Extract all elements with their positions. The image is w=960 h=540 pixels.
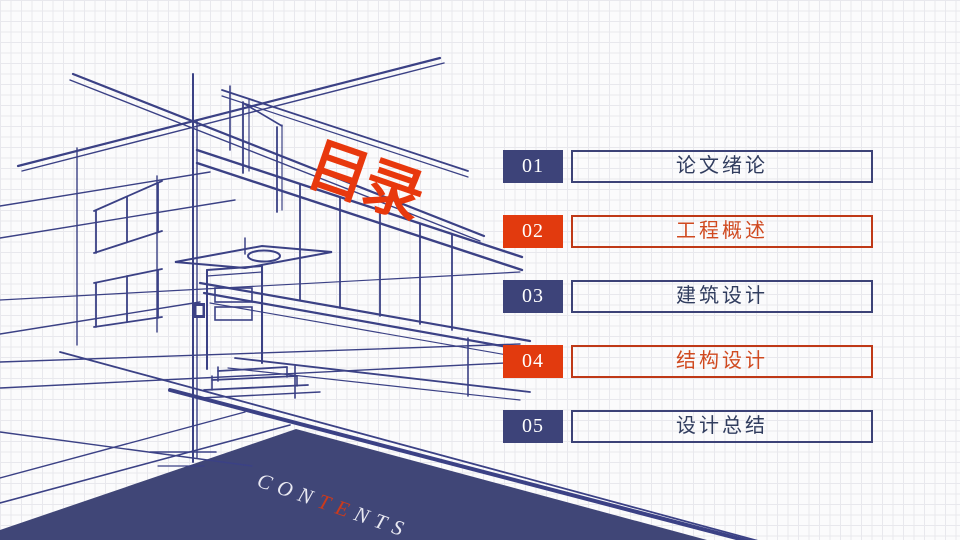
toc-label: 建筑设计 <box>571 280 873 313</box>
toc-number-badge: 03 <box>503 280 563 313</box>
floor-wedge <box>0 429 707 540</box>
toc-label: 结构设计 <box>571 345 873 378</box>
toc-item-4[interactable]: 04 结构设计 <box>503 345 873 378</box>
toc-item-2[interactable]: 02 工程概述 <box>503 215 873 248</box>
toc-label: 工程概述 <box>571 215 873 248</box>
toc-label: 设计总结 <box>571 410 873 443</box>
toc-label: 论文绪论 <box>571 150 873 183</box>
toc-number-badge: 05 <box>503 410 563 443</box>
toc-item-5[interactable]: 05 设计总结 <box>503 410 873 443</box>
toc-list: 01 论文绪论 02 工程概述 03 建筑设计 04 结构设计 05 设计总结 <box>503 150 873 475</box>
toc-item-3[interactable]: 03 建筑设计 <box>503 280 873 313</box>
toc-number-badge: 01 <box>503 150 563 183</box>
toc-item-1[interactable]: 01 论文绪论 <box>503 150 873 183</box>
toc-number-badge: 02 <box>503 215 563 248</box>
toc-number-badge: 04 <box>503 345 563 378</box>
